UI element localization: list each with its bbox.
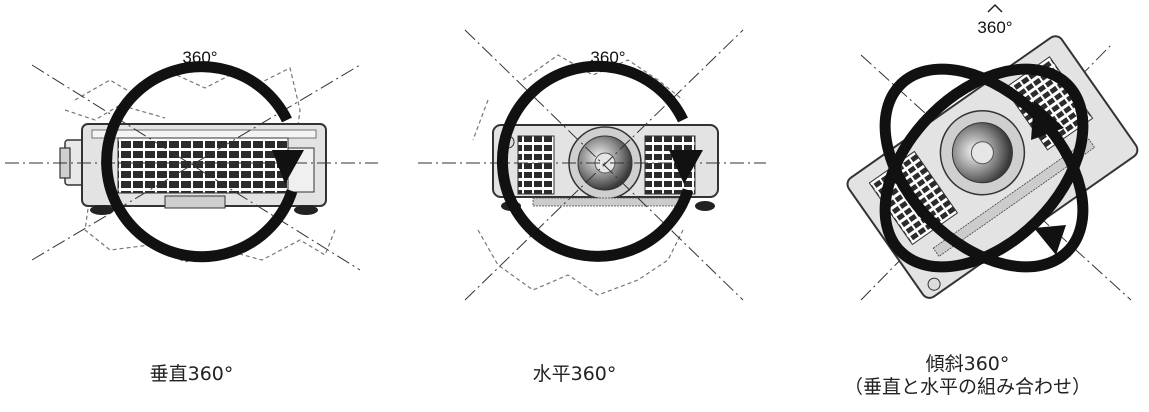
projector-front-view bbox=[492, 124, 719, 211]
panel-vertical: 360° 垂直360° bbox=[0, 0, 383, 412]
caption-vertical-text: 垂直360° bbox=[149, 363, 234, 385]
caption-horizontal-text: 水平360° bbox=[532, 363, 617, 385]
angle-label-tilt: 360° bbox=[977, 18, 1012, 37]
caption-horizontal: 水平360° bbox=[383, 363, 766, 386]
caption-tilt-text: 傾斜360° bbox=[925, 353, 1010, 375]
panel-tilt: 360° 傾斜360° （垂直と水平の組み合わせ） bbox=[766, 0, 1149, 412]
rotation-arrow-vertical bbox=[101, 61, 304, 263]
rotation-arrow-horizontal bbox=[496, 60, 703, 262]
vertical-rotation-diagram: 360° bbox=[5, 48, 378, 271]
caption-vertical: 垂直360° bbox=[0, 363, 383, 386]
panel-horizontal: 360° 水平360° bbox=[383, 0, 766, 412]
caption-tilt-subtext: （垂直と水平の組み合わせ） bbox=[843, 376, 1091, 398]
tilt-rotation-diagram: 360° bbox=[846, 3, 1139, 301]
rotation-arrow-horizontal-tilt bbox=[879, 63, 1089, 273]
angle-label-vertical: 360° bbox=[182, 48, 217, 67]
angle-label-horizontal: 360° bbox=[590, 48, 625, 67]
caret-up-icon bbox=[987, 3, 1003, 13]
caption-tilt: 傾斜360° （垂直と水平の組み合わせ） bbox=[776, 353, 1149, 399]
horizontal-rotation-diagram: 360° bbox=[418, 29, 766, 301]
axis-lines bbox=[5, 64, 378, 271]
axis-lines bbox=[418, 29, 766, 301]
rotated-outline-ghost bbox=[472, 54, 684, 296]
